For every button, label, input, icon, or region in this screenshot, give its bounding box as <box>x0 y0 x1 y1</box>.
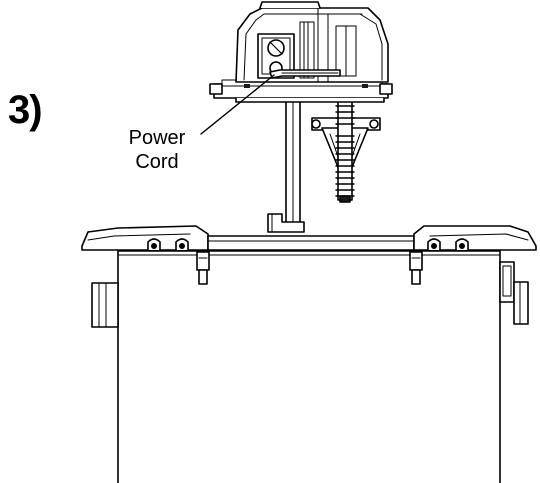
power-cord-callout: Power Cord <box>112 126 202 174</box>
step-number: 3) <box>8 88 43 132</box>
callout-line-2: Cord <box>135 151 179 173</box>
lid <box>81 225 537 251</box>
geared-arm <box>311 99 381 203</box>
right-lid-clip <box>409 251 423 285</box>
callout-line-1: Power <box>128 127 186 149</box>
container-body <box>117 250 501 483</box>
power-cord <box>269 69 341 79</box>
gear-teeth <box>335 105 355 197</box>
motor-shaft <box>267 99 305 233</box>
right-side-latch <box>499 261 529 325</box>
callout-leader-line <box>200 74 275 135</box>
left-side-tab <box>91 282 119 328</box>
motor-housing <box>209 1 393 103</box>
left-lid-clip <box>196 251 210 285</box>
